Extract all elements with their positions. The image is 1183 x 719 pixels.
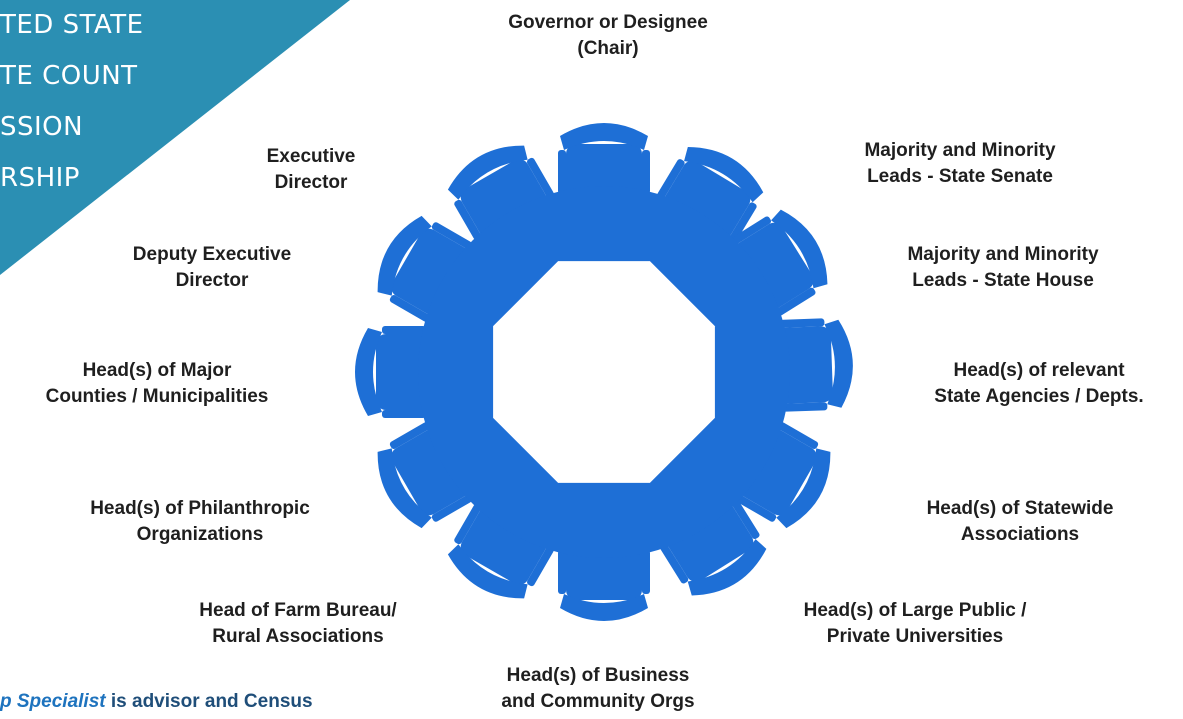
chair-back	[560, 594, 648, 621]
chair-arm	[431, 495, 472, 522]
label-philanthropic-line1: Head(s) of Philanthropic	[90, 498, 310, 519]
label-governor-line1: Governor or Designee	[508, 12, 708, 33]
label-business-orgs-line2: and Community Orgs	[501, 691, 695, 712]
label-state-agencies-line1: Head(s) of relevant	[953, 360, 1125, 381]
label-state-house-line2: Leads - State House	[912, 270, 1094, 291]
chair-arm	[731, 499, 760, 539]
chair-arm	[736, 495, 777, 522]
label-state-senate-line2: Leads - State Senate	[867, 166, 1053, 187]
chair-back	[355, 328, 382, 416]
title-banner: TED STATE TE COUNT SSION RSHIP	[0, 0, 360, 300]
label-farm-bureau: Head of Farm Bureau/ Rural Associations	[199, 598, 396, 650]
label-state-senate-line1: Majority and Minority	[864, 140, 1056, 161]
chair-arm	[389, 422, 430, 449]
footnote: p Specialist is advisor and Census	[0, 691, 313, 713]
label-counties-line1: Head(s) of Major	[82, 360, 232, 381]
label-statewide-associations: Head(s) of Statewide Associations	[927, 496, 1114, 548]
label-deputy-director-line2: Director	[175, 270, 249, 291]
chair-arm	[729, 202, 757, 242]
label-counties-line2: Counties / Municipalities	[45, 386, 269, 407]
chair-arm	[783, 402, 828, 412]
chair-arm	[780, 318, 825, 328]
label-executive-director: Executive Director	[267, 144, 356, 196]
banner-line-1: TED STATE	[0, 10, 144, 40]
label-farm-bureau-line1: Head of Farm Bureau/	[199, 600, 397, 621]
chair-arm	[527, 157, 554, 198]
table-center-hole	[493, 261, 715, 483]
label-state-house: Majority and Minority Leads - State Hous…	[907, 242, 1098, 294]
label-governor: Governor or Designee (Chair)	[508, 10, 708, 62]
banner-line-2: TE COUNT	[0, 61, 138, 91]
chair-back	[377, 448, 432, 529]
label-universities-line1: Head(s) of Large Public /	[803, 600, 1027, 621]
label-state-agencies: Head(s) of relevant State Agencies / Dep…	[934, 358, 1143, 410]
chair-back	[687, 539, 767, 596]
chair-arm	[776, 287, 816, 316]
chair-arm	[558, 550, 566, 594]
chair-back	[776, 448, 831, 529]
chair-arm	[527, 546, 554, 587]
chair-arm	[389, 295, 430, 322]
chair-arm	[382, 410, 426, 418]
chair-back	[771, 209, 828, 289]
banner-line-3: SSION	[0, 112, 84, 142]
chair-arm	[558, 150, 566, 194]
chair-back	[684, 147, 764, 203]
chair-arm	[454, 504, 481, 545]
label-state-agencies-line2: State Agencies / Depts.	[934, 386, 1144, 407]
chair-arm	[642, 150, 650, 194]
label-farm-bureau-line2: Rural Associations	[212, 626, 384, 647]
label-business-orgs: Head(s) of Business and Community Orgs	[501, 663, 694, 715]
chair-arm	[778, 422, 819, 449]
label-governor-line2: (Chair)	[577, 38, 639, 59]
label-deputy-director: Deputy Executive Director	[133, 242, 291, 294]
chair-arm	[382, 326, 426, 334]
label-state-senate: Majority and Minority Leads - State Sena…	[864, 138, 1055, 190]
label-state-house-line1: Majority and Minority	[907, 244, 1099, 265]
chair-back	[447, 544, 528, 599]
label-executive-director-line1: Executive	[266, 146, 356, 167]
chair-back	[824, 319, 853, 408]
chair-arm	[431, 222, 472, 249]
chairs-group	[355, 123, 853, 621]
chair-back	[377, 215, 432, 296]
label-philanthropic-line2: Organizations	[136, 524, 264, 545]
label-business-orgs-line1: Head(s) of Business	[506, 665, 690, 686]
label-universities: Head(s) of Large Public / Private Univer…	[804, 598, 1027, 650]
label-statewide-associations-line1: Head(s) of Statewide	[926, 498, 1114, 519]
label-statewide-associations-line2: Associations	[960, 524, 1080, 545]
label-deputy-director-line1: Deputy Executive	[132, 244, 292, 265]
round-table	[418, 186, 790, 558]
banner-line-4: RSHIP	[0, 163, 80, 193]
chair-arm	[642, 550, 650, 594]
label-counties: Head(s) of Major Counties / Municipaliti…	[46, 358, 269, 410]
footnote-rest: is advisor and Census	[105, 691, 313, 712]
chair-arm	[731, 216, 771, 245]
label-executive-director-line2: Director	[274, 172, 348, 193]
footnote-italic: p Specialist	[0, 691, 106, 712]
label-philanthropic: Head(s) of Philanthropic Organizations	[90, 496, 310, 548]
chair-arm	[660, 544, 689, 584]
chair-back	[560, 123, 648, 150]
chair-arm	[657, 159, 685, 199]
banner-shape	[0, 0, 350, 275]
label-universities-line2: Private Universities	[826, 626, 1004, 647]
chair-arm	[454, 199, 481, 240]
chair-back	[447, 145, 528, 200]
